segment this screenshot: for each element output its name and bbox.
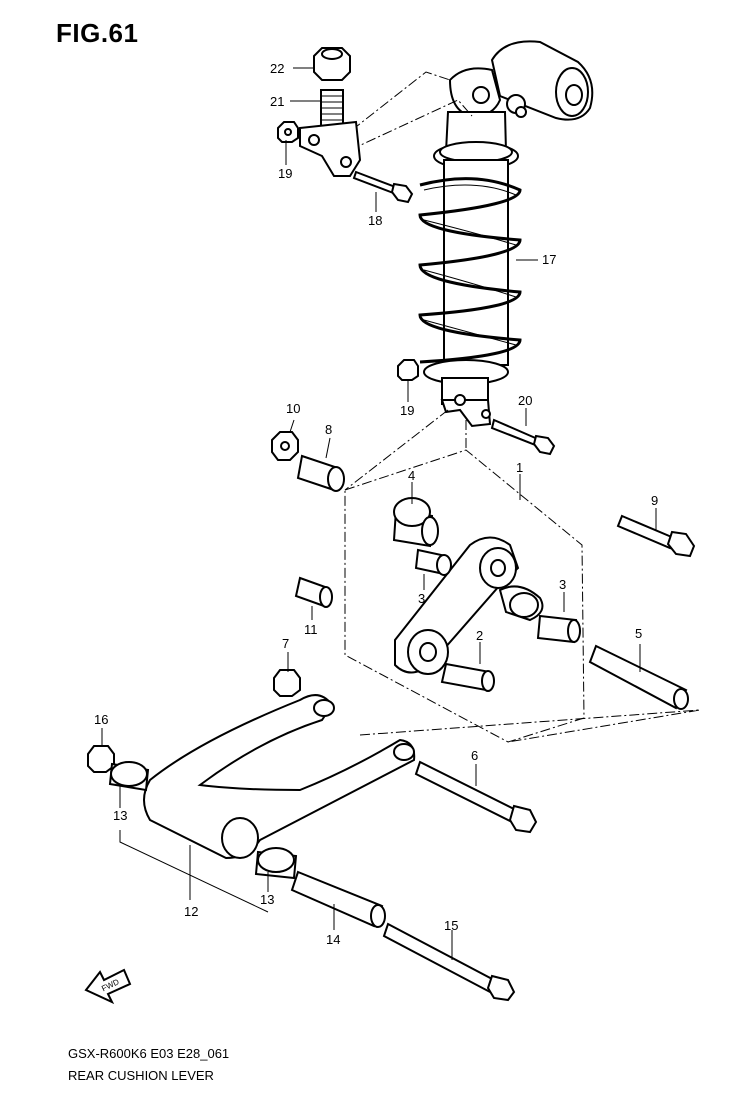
callout-22: 22	[270, 61, 284, 76]
callout-7: 7	[282, 636, 289, 651]
section-name: REAR CUSHION LEVER	[68, 1068, 214, 1083]
callout-13-left: 13	[113, 808, 127, 823]
figure-title: FIG.61	[56, 18, 139, 48]
bearing-4[interactable]	[392, 497, 439, 548]
nut-19-bottom[interactable]	[397, 359, 419, 381]
nut-7[interactable]	[273, 669, 301, 697]
callout-16: 16	[94, 712, 108, 727]
callout-1: 1	[516, 460, 523, 475]
callout-17: 17	[542, 252, 556, 267]
cushion-lever-12[interactable]	[143, 694, 416, 860]
cushion-rod-1[interactable]	[394, 536, 544, 675]
callout-13-right: 13	[260, 892, 274, 907]
bearing-3-upper[interactable]	[414, 548, 452, 576]
model-code: GSX-R600K6 E03 E28_061	[68, 1046, 230, 1061]
spacer-14[interactable]	[290, 870, 386, 928]
nut-22[interactable]	[313, 47, 351, 81]
callout-8: 8	[325, 422, 332, 437]
nut-10[interactable]	[271, 431, 299, 461]
nut-16[interactable]	[87, 745, 115, 773]
bearing-13-left[interactable]	[108, 761, 150, 792]
callout-5: 5	[635, 626, 642, 641]
leader-lines	[101, 67, 657, 960]
spacer-5[interactable]	[588, 644, 689, 710]
bracket-21[interactable]	[299, 89, 362, 177]
callout-21: 21	[270, 94, 284, 109]
spacer-8[interactable]	[296, 454, 345, 492]
callout-numbers: 22 21 19 18 17 19 20 10 8 1 4 9 3 3 11 2…	[94, 61, 658, 947]
callout-19-bottom: 19	[400, 403, 414, 418]
bearing-13-right[interactable]	[254, 847, 298, 880]
bolt-9[interactable]	[616, 514, 696, 558]
bolt-20[interactable]	[490, 418, 556, 456]
callout-9: 9	[651, 493, 658, 508]
callout-6: 6	[471, 748, 478, 763]
fwd-arrow-icon: FWD	[84, 968, 132, 1005]
callout-18: 18	[368, 213, 382, 228]
callout-20: 20	[518, 393, 532, 408]
bolt-15[interactable]	[382, 922, 516, 1002]
nut-19-top[interactable]	[277, 121, 299, 143]
bearing-3-right[interactable]	[536, 614, 581, 644]
callout-10: 10	[286, 401, 300, 416]
callout-12: 12	[184, 904, 198, 919]
callout-15: 15	[444, 918, 458, 933]
bolt-18[interactable]	[352, 170, 414, 204]
callout-19-top: 19	[278, 166, 292, 181]
bearing-2[interactable]	[440, 662, 495, 692]
callout-4: 4	[408, 468, 415, 483]
callout-2: 2	[476, 628, 483, 643]
callout-3-right: 3	[559, 577, 566, 592]
rear-shock-absorber[interactable]	[418, 40, 594, 428]
callout-3-upper: 3	[418, 591, 425, 606]
spacer-11[interactable]	[294, 576, 333, 608]
bolt-6[interactable]	[414, 760, 538, 834]
callout-11: 11	[304, 622, 318, 637]
callout-14: 14	[326, 932, 340, 947]
